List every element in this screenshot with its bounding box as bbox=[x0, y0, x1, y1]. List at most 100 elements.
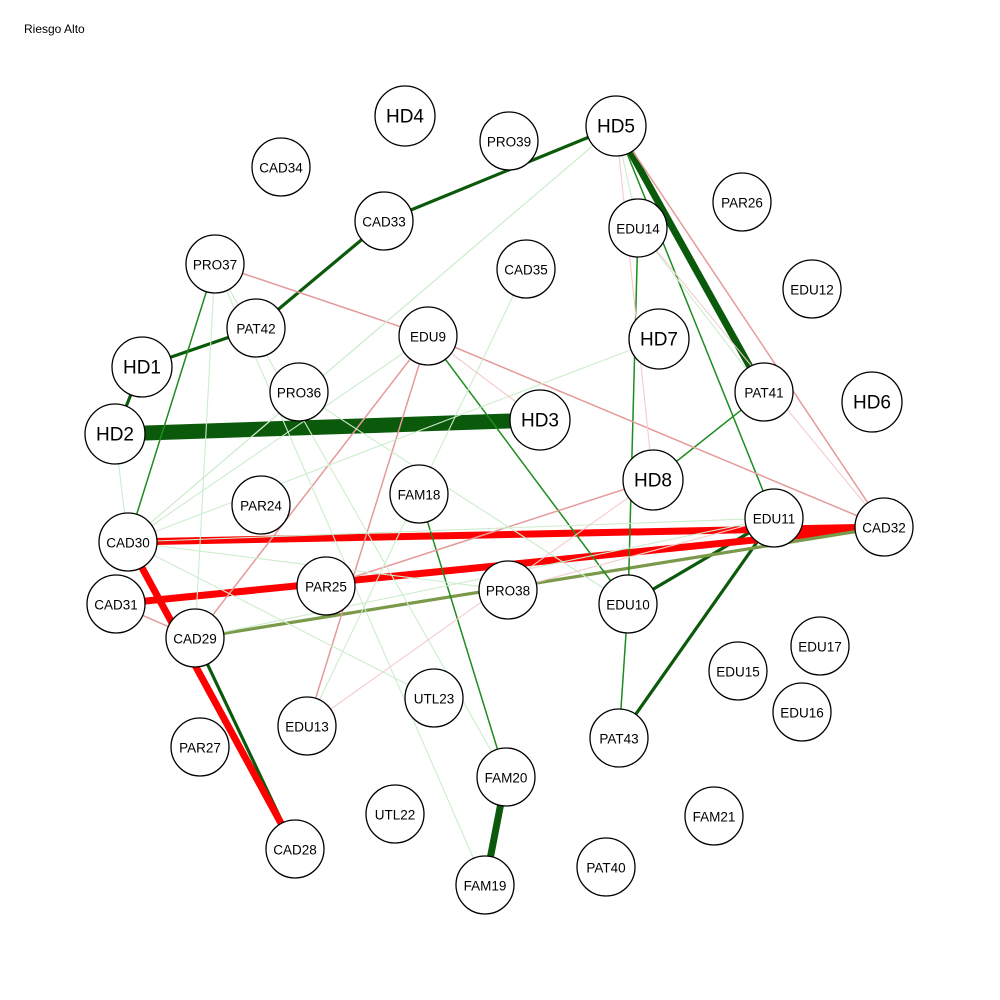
node-edu9[interactable]: EDU9 bbox=[398, 306, 458, 366]
node-label: CAD34 bbox=[259, 161, 303, 176]
edge-hd8-edu13 bbox=[306, 479, 654, 727]
node-label: PAT41 bbox=[744, 386, 783, 401]
node-label: PAR25 bbox=[305, 580, 347, 595]
node-circle bbox=[365, 784, 425, 844]
node-label: EDU11 bbox=[753, 512, 796, 527]
node-cad34[interactable]: CAD34 bbox=[251, 137, 311, 197]
node-label: HD8 bbox=[634, 471, 672, 492]
node-circle bbox=[744, 488, 804, 548]
node-label: PRO36 bbox=[277, 386, 321, 401]
node-label: CAD32 bbox=[862, 521, 906, 536]
node-circle bbox=[608, 198, 668, 258]
node-circle bbox=[165, 608, 225, 668]
node-hd3[interactable]: HD3 bbox=[509, 389, 571, 451]
node-label: CAD33 bbox=[362, 215, 406, 230]
node-circle bbox=[389, 464, 449, 524]
node-par25[interactable]: PAR25 bbox=[296, 556, 356, 616]
network-title: Riesgo Alto bbox=[24, 22, 85, 36]
node-edu10[interactable]: EDU10 bbox=[598, 574, 658, 634]
edge-pro37-cad29 bbox=[194, 263, 216, 639]
node-circle bbox=[734, 362, 794, 422]
node-hd5[interactable]: HD5 bbox=[585, 95, 647, 157]
node-circle bbox=[269, 362, 329, 422]
node-pat43[interactable]: PAT43 bbox=[589, 708, 649, 768]
node-pat41[interactable]: PAT41 bbox=[734, 362, 794, 422]
node-edu11[interactable]: EDU11 bbox=[744, 488, 804, 548]
node-circle bbox=[772, 682, 832, 742]
edge-cad30-edu9 bbox=[127, 335, 429, 543]
node-circle bbox=[265, 819, 325, 879]
node-fam18[interactable]: FAM18 bbox=[389, 464, 449, 524]
node-label: EDU13 bbox=[285, 720, 329, 735]
node-pro38[interactable]: PRO38 bbox=[478, 560, 538, 620]
node-cad35[interactable]: CAD35 bbox=[496, 239, 556, 299]
node-circle bbox=[684, 786, 744, 846]
node-circle bbox=[374, 85, 436, 147]
node-cad32[interactable]: CAD32 bbox=[854, 497, 914, 557]
node-par24[interactable]: PAR24 bbox=[231, 475, 291, 535]
node-label: FAM19 bbox=[464, 879, 507, 894]
node-label: HD3 bbox=[521, 411, 559, 432]
node-pro37[interactable]: PRO37 bbox=[185, 234, 245, 294]
node-edu16[interactable]: EDU16 bbox=[772, 682, 832, 742]
node-pat42[interactable]: PAT42 bbox=[226, 298, 286, 358]
edge-hd5-cad32 bbox=[615, 125, 885, 528]
node-label: CAD35 bbox=[504, 263, 548, 278]
node-hd7[interactable]: HD7 bbox=[628, 308, 690, 370]
node-cad31[interactable]: CAD31 bbox=[86, 574, 146, 634]
node-fam20[interactable]: FAM20 bbox=[476, 747, 536, 807]
edge-edu9-edu13 bbox=[306, 335, 429, 727]
node-utl22[interactable]: UTL22 bbox=[365, 784, 425, 844]
node-cad33[interactable]: CAD33 bbox=[354, 191, 414, 251]
edge-cad30-cad28 bbox=[124, 540, 299, 851]
node-label: FAM20 bbox=[485, 771, 528, 786]
node-label: EDU14 bbox=[616, 222, 660, 237]
node-pro39[interactable]: PRO39 bbox=[479, 111, 539, 171]
node-circle bbox=[479, 111, 539, 171]
node-par27[interactable]: PAR27 bbox=[170, 717, 230, 777]
node-circle bbox=[226, 298, 286, 358]
node-utl23[interactable]: UTL23 bbox=[404, 668, 464, 728]
node-edu12[interactable]: EDU12 bbox=[782, 259, 842, 319]
node-label: PRO39 bbox=[487, 135, 531, 150]
node-cad28[interactable]: CAD28 bbox=[265, 819, 325, 879]
node-circle bbox=[398, 306, 458, 366]
edge-edu9-cad32 bbox=[427, 335, 885, 528]
node-label: CAD28 bbox=[273, 843, 317, 858]
node-label: PRO37 bbox=[193, 258, 237, 273]
node-hd6[interactable]: HD6 bbox=[841, 371, 903, 433]
node-circle bbox=[231, 475, 291, 535]
node-circle bbox=[782, 259, 842, 319]
node-fam21[interactable]: FAM21 bbox=[684, 786, 744, 846]
node-edu17[interactable]: EDU17 bbox=[790, 616, 850, 676]
node-hd1[interactable]: HD1 bbox=[111, 336, 173, 398]
node-circle bbox=[628, 308, 690, 370]
node-edu15[interactable]: EDU15 bbox=[708, 641, 768, 701]
node-label: CAD31 bbox=[94, 598, 138, 613]
node-circle bbox=[622, 449, 684, 511]
node-circle bbox=[111, 336, 173, 398]
node-edu13[interactable]: EDU13 bbox=[277, 696, 337, 756]
node-circle bbox=[589, 708, 649, 768]
node-hd8[interactable]: HD8 bbox=[622, 449, 684, 511]
node-par26[interactable]: PAR26 bbox=[712, 172, 772, 232]
node-edu14[interactable]: EDU14 bbox=[608, 198, 668, 258]
node-pat40[interactable]: PAT40 bbox=[576, 837, 636, 897]
node-circle bbox=[708, 641, 768, 701]
node-circle bbox=[790, 616, 850, 676]
node-label: EDU17 bbox=[798, 640, 842, 655]
node-label: HD4 bbox=[386, 107, 424, 128]
node-pro36[interactable]: PRO36 bbox=[269, 362, 329, 422]
node-fam19[interactable]: FAM19 bbox=[455, 855, 515, 915]
edge-hd5-edu11 bbox=[615, 125, 775, 519]
node-cad29[interactable]: CAD29 bbox=[165, 608, 225, 668]
node-circle bbox=[576, 837, 636, 897]
node-hd4[interactable]: HD4 bbox=[374, 85, 436, 147]
edge-edu14-pat41 bbox=[637, 227, 765, 393]
node-label: PAT43 bbox=[599, 732, 638, 747]
node-hd2[interactable]: HD2 bbox=[84, 403, 146, 465]
node-cad30[interactable]: CAD30 bbox=[98, 512, 158, 572]
node-circle bbox=[404, 668, 464, 728]
